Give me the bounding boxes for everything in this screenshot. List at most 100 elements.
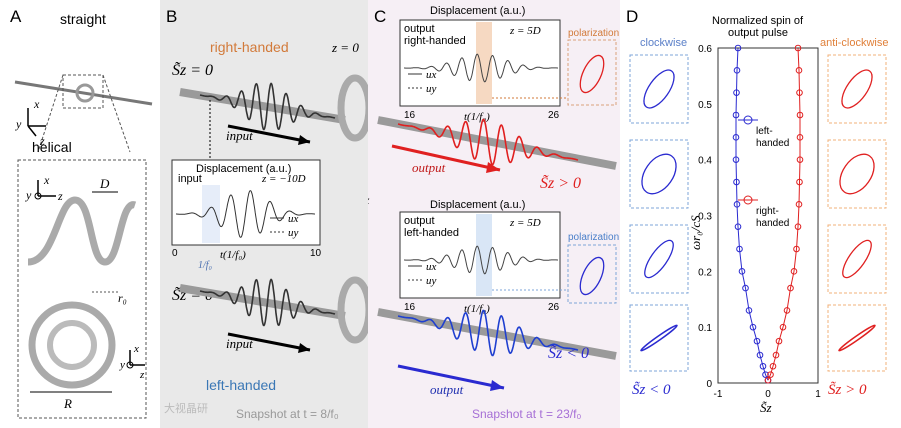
svg-text:16: 16 xyxy=(404,302,416,313)
panel-letter-c: C xyxy=(374,7,386,26)
svg-text:1/f₀: 1/f₀ xyxy=(198,260,213,271)
svg-text:26: 26 xyxy=(548,110,560,121)
coil-top xyxy=(337,74,368,142)
panel-d-figure: D Normalized spin of output pulse clockw… xyxy=(626,7,888,415)
dim-r0: r₀ xyxy=(118,291,127,305)
panel-letter-a: A xyxy=(10,7,22,26)
data-point xyxy=(794,44,802,52)
inset-output-bottom: Displacement (a.u.) output left-handed z… xyxy=(399,199,561,315)
svg-text:z = 5D: z = 5D xyxy=(509,25,541,37)
svg-text:y: y xyxy=(15,117,22,131)
svg-text:uy: uy xyxy=(426,83,437,95)
svg-text:output: output xyxy=(404,23,435,35)
data-point xyxy=(732,111,740,119)
data-point xyxy=(742,284,749,292)
svg-text:t(1/f₀): t(1/f₀) xyxy=(220,249,246,261)
svg-text:x: x xyxy=(33,97,40,111)
label-input-top: input xyxy=(226,128,253,143)
zoom-box xyxy=(62,74,104,109)
data-point xyxy=(769,362,777,370)
input-wave-top xyxy=(199,82,336,131)
data-point xyxy=(796,156,804,163)
panel-c: C Displacement (a.u.) output right-hande… xyxy=(368,0,620,428)
dim-D: D xyxy=(99,176,110,191)
legend-left2: handed xyxy=(756,138,789,149)
sz-neg-d: S̃z < 0 xyxy=(632,381,671,398)
svg-text:y: y xyxy=(119,359,125,371)
arrow-output-top xyxy=(391,144,501,172)
data-point xyxy=(762,371,769,378)
data-point xyxy=(794,223,802,230)
label-output-top: output xyxy=(412,160,446,175)
label-input-bottom: input xyxy=(226,336,253,351)
xtick-label: 1 xyxy=(815,389,821,400)
data-point xyxy=(733,178,740,186)
plot-series xyxy=(732,44,804,384)
snapshot-b: Snapshot at t = 8/f₀ xyxy=(236,407,339,421)
data-point xyxy=(787,284,794,292)
sz-neg-c: S̃z < 0 xyxy=(548,344,589,362)
data-point xyxy=(732,134,740,141)
data-point xyxy=(759,362,767,370)
panel-b: B right-handed S̃z = 0 input z = 0 Displ… xyxy=(160,0,368,428)
svg-text:ux: ux xyxy=(426,69,437,81)
legend-right2: handed xyxy=(756,218,789,229)
svg-text:uy: uy xyxy=(426,275,437,287)
data-point xyxy=(772,351,780,359)
inset-z: z = −10D xyxy=(261,173,306,185)
svg-text:t(1/f₀): t(1/f₀) xyxy=(464,111,490,123)
label-left-handed: left-handed xyxy=(206,377,276,393)
polarization-bottom: polarization xyxy=(568,232,619,243)
dim-R: R xyxy=(63,396,72,411)
data-point xyxy=(795,67,803,74)
data-point xyxy=(734,44,742,52)
svg-text:Displacement (a.u.): Displacement (a.u.) xyxy=(430,199,525,211)
label-right-handed: right-handed xyxy=(210,39,289,55)
axes-a-top: x y z xyxy=(15,97,46,148)
data-point xyxy=(779,323,787,331)
data-point xyxy=(796,178,803,186)
svg-text:16: 16 xyxy=(404,110,416,121)
label-output-bottom: output xyxy=(430,382,464,397)
data-point xyxy=(796,134,804,141)
svg-text:26: 26 xyxy=(548,302,560,313)
data-point xyxy=(736,245,743,253)
svg-text:x: x xyxy=(368,193,370,207)
data-point xyxy=(732,156,740,163)
inset-input: Displacement (a.u.) input z = −10D ux uy… xyxy=(171,159,322,271)
legend-left: left- xyxy=(756,126,773,137)
svg-text:ux: ux xyxy=(426,261,437,273)
helix-top-inner xyxy=(47,320,97,370)
ytick-label: 0.4 xyxy=(698,156,712,167)
helical-box xyxy=(17,159,147,419)
data-point xyxy=(796,89,803,96)
xtick-label: -1 xyxy=(714,389,723,400)
ytick-label: 0 xyxy=(706,379,712,390)
straight-rod xyxy=(14,80,153,106)
data-point xyxy=(790,268,798,275)
inset-input-label: input xyxy=(178,173,202,185)
panel-letter-d: D xyxy=(626,7,638,26)
series-line-left xyxy=(735,47,769,381)
label-clockwise: clockwise xyxy=(640,37,687,49)
series-line-right xyxy=(767,47,801,381)
watermark: 大视晶研 xyxy=(164,401,208,415)
panel-b-figure: B right-handed S̃z = 0 input z = 0 Displ… xyxy=(164,7,368,421)
svg-text:z = 5D: z = 5D xyxy=(509,217,541,229)
data-point xyxy=(745,307,753,314)
input-wave-bottom xyxy=(199,278,336,327)
svg-text:x: x xyxy=(43,173,50,187)
data-point xyxy=(733,89,740,96)
svg-text:output: output xyxy=(404,215,435,227)
sz0-top: S̃z = 0 xyxy=(172,61,213,79)
snapshot-c: Snapshot at t = 23/f₀ xyxy=(472,407,581,421)
legend-right: right- xyxy=(756,206,779,217)
svg-text:10: 10 xyxy=(310,248,322,259)
panel-c-figure: C Displacement (a.u.) output right-hande… xyxy=(368,5,619,421)
sz-pos-d: S̃z > 0 xyxy=(828,381,867,398)
svg-text:uy: uy xyxy=(288,227,299,239)
axes-c: x xyxy=(368,193,370,207)
svg-text:x: x xyxy=(133,343,139,355)
svg-text:y: y xyxy=(25,188,32,202)
